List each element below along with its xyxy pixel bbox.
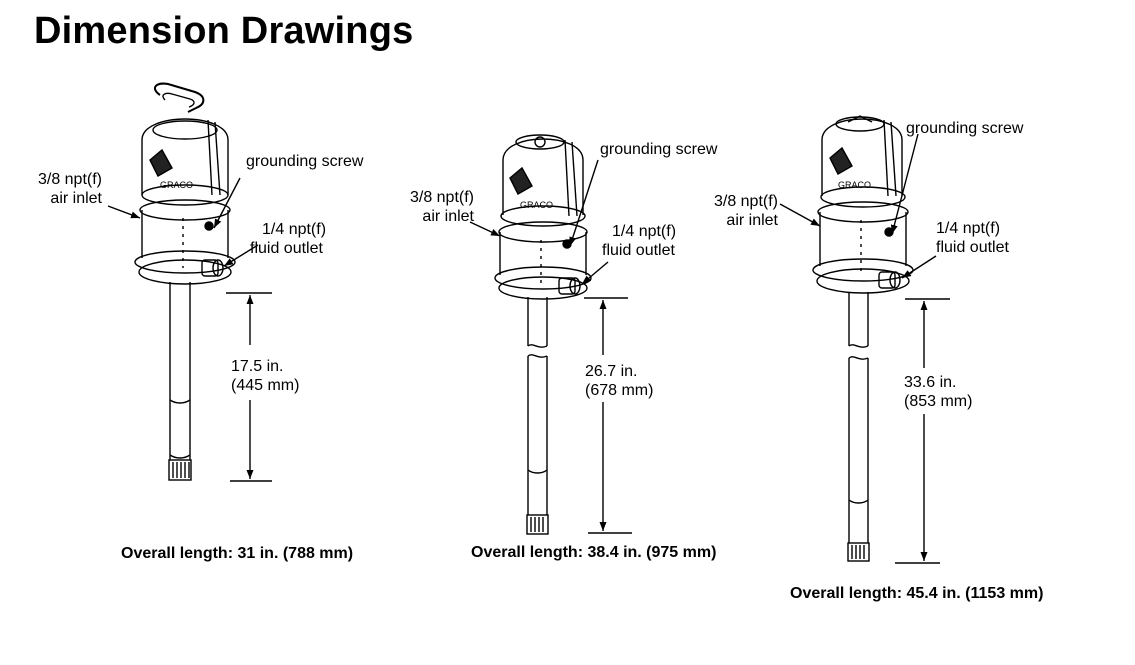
pump-3-fluid-outlet-label: 1/4 npt(f) fluid outlet <box>936 219 1009 257</box>
dimension-inches: 17.5 in. <box>231 358 284 375</box>
air-inlet-text: air inlet <box>50 190 102 207</box>
fluid-outlet-size: 1/4 npt(f) <box>612 223 677 240</box>
pump-1-dimension-label: 17.5 in. (445 mm) <box>231 357 299 395</box>
fluid-outlet-text: fluid outlet <box>936 239 1009 256</box>
overall-length-heading: Overall length: <box>471 544 584 561</box>
svg-text:GRACO: GRACO <box>838 180 871 190</box>
overall-length-value: 38.4 in. (975 mm) <box>587 544 717 561</box>
fluid-outlet-size: 1/4 npt(f) <box>936 220 1001 237</box>
air-inlet-text: air inlet <box>726 212 778 229</box>
pump-3-overall-length: Overall length: 45.4 in. (1153 mm) <box>790 585 1043 603</box>
fluid-outlet-text: fluid outlet <box>250 240 323 257</box>
overall-length-value: 45.4 in. (1153 mm) <box>906 585 1044 602</box>
dimension-mm: (678 mm) <box>585 382 654 399</box>
pump-2-drawing: GRACO <box>469 134 632 535</box>
dimension-mm: (445 mm) <box>231 377 300 394</box>
pump-2-overall-length: Overall length: 38.4 in. (975 mm) <box>471 544 716 562</box>
air-inlet-size: 3/8 npt(f) <box>713 193 778 210</box>
pump-2-dimension-label: 26.7 in. (678 mm) <box>585 362 653 400</box>
page-title: Dimension Drawings <box>34 10 414 52</box>
pump-2-fluid-outlet-label: 1/4 npt(f) fluid outlet <box>602 222 676 260</box>
pump-3-grounding-screw-label: grounding screw <box>906 120 1024 137</box>
air-inlet-size: 3/8 npt(f) <box>37 171 102 188</box>
overall-length-value: 31 in. (788 mm) <box>237 545 354 562</box>
pump-2-grounding-screw-label: grounding screw <box>600 141 718 158</box>
dimension-inches: 33.6 in. <box>904 374 957 391</box>
pump-1-fluid-outlet-label: 1/4 npt(f) fluid outlet <box>250 220 326 258</box>
pump-1-overall-length: Overall length: 31 in. (788 mm) <box>121 545 353 563</box>
svg-text:GRACO: GRACO <box>520 200 553 210</box>
fluid-outlet-size: 1/4 npt(f) <box>262 221 327 238</box>
pump-2-air-inlet-label: 3/8 npt(f) air inlet <box>390 188 474 226</box>
dimension-inches: 26.7 in. <box>585 363 638 380</box>
air-inlet-size: 3/8 npt(f) <box>409 189 474 206</box>
dimension-mm: (853 mm) <box>904 393 973 410</box>
pump-1-grounding-screw-label: grounding screw <box>246 153 364 170</box>
svg-text:GRACO: GRACO <box>160 180 193 190</box>
pump-3-dimension-label: 33.6 in. (853 mm) <box>904 373 972 411</box>
air-inlet-text: air inlet <box>422 208 474 225</box>
pump-1-drawing: GRACO <box>107 82 272 482</box>
overall-length-heading: Overall length: <box>121 545 234 562</box>
pump-1-air-inlet-label: 3/8 npt(f) air inlet <box>20 170 102 208</box>
pump-3-drawing: GRACO <box>779 115 950 564</box>
pump-3-air-inlet-label: 3/8 npt(f) air inlet <box>696 192 778 230</box>
fluid-outlet-text: fluid outlet <box>602 242 675 259</box>
overall-length-heading: Overall length: <box>790 585 903 602</box>
